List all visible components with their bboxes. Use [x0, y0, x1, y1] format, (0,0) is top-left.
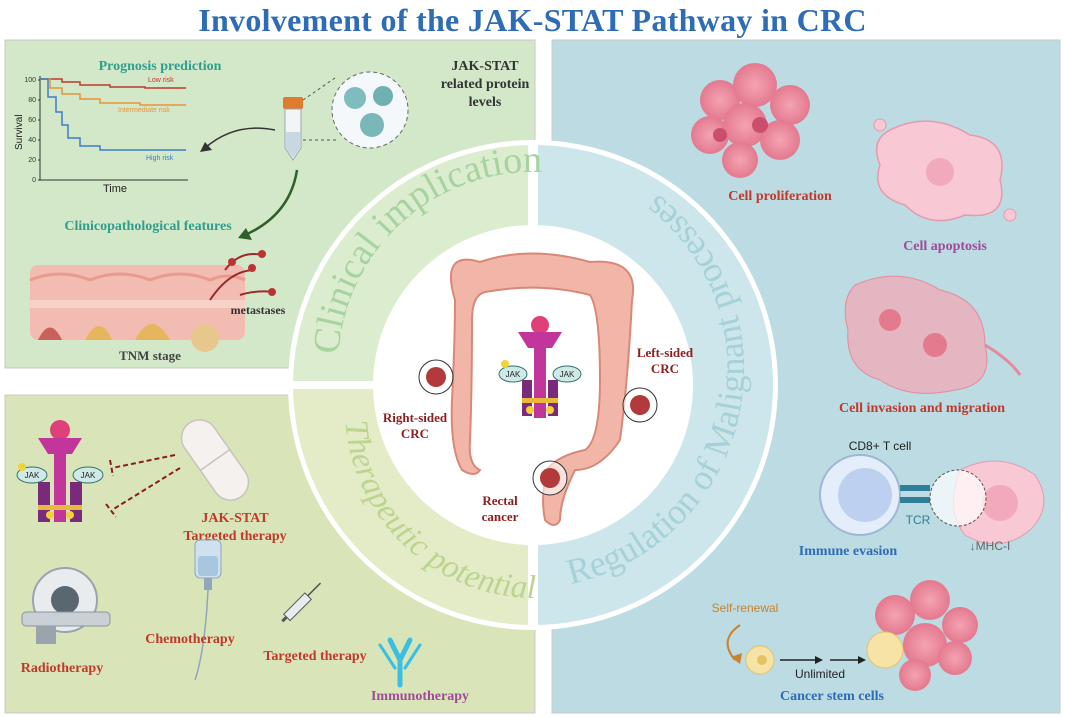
unlimited-label: Unlimited: [795, 667, 845, 681]
colon-icon: [450, 252, 635, 526]
cell-proliferation-label: Cell proliferation: [728, 189, 832, 204]
immune-evasion-label: Immune evasion: [799, 544, 898, 559]
page-title: Involvement of the JAK-STAT Pathway in C…: [198, 2, 867, 38]
jak-label-therapy-left: JAK: [25, 471, 40, 480]
clinicopathological-label: Clinicopathological features: [64, 219, 232, 234]
protein-circle: [331, 71, 409, 149]
immunotherapy-label: Immunotherapy: [371, 689, 469, 704]
tnm-label: TNM stage: [119, 348, 181, 363]
cell-apoptosis-label: Cell apoptosis: [903, 239, 987, 254]
series-intermediate-risk: [40, 78, 186, 106]
chart-ytick-label: 0: [32, 177, 36, 184]
tcr-label: TCR: [906, 513, 931, 527]
left-sided-line1: Left-sided: [637, 345, 694, 360]
inhibition-line-upper: [109, 454, 176, 477]
legend-high-risk: High risk: [146, 155, 174, 162]
self-renewal-arrows: [780, 656, 866, 664]
legend-intermediate-risk: Intermediate risk: [118, 107, 170, 114]
legend-low-risk: Low risk: [148, 77, 174, 84]
tumor-right: [418, 359, 454, 395]
radiotherapy-label: Radiotherapy: [21, 661, 103, 676]
syringe-icon: [281, 582, 322, 623]
chart-ytick-label: 20: [28, 157, 36, 164]
iv-bag-icon: [194, 539, 222, 681]
colon-cross-section: [29, 265, 246, 352]
rectal-line2: cancer: [482, 509, 519, 524]
inhibition-line-lower: [105, 467, 181, 518]
metastases-label: metastases: [231, 303, 286, 317]
protein-levels-line1: JAK-STAT: [451, 59, 519, 74]
chemotherapy-label: Chemotherapy: [145, 632, 234, 647]
series-low-risk: [40, 78, 186, 89]
self-renewal-label: Self-renewal: [712, 601, 779, 615]
tumor-left: [622, 387, 658, 423]
arrow-to-chart: [204, 127, 276, 149]
metastases-icon: [209, 250, 276, 301]
chart-ytick-label: 100: [24, 77, 36, 84]
chart-xlabel: Time: [103, 183, 127, 195]
pill-icon: [180, 419, 250, 501]
jak-stat-receptor-therapy: JAK JAK: [16, 420, 104, 522]
proliferating-cells-icon: [691, 63, 810, 178]
chart-ytick-label: 80: [28, 97, 36, 104]
jak-targeted-line1: JAK-STAT: [201, 511, 269, 526]
jak-label-therapy-right: JAK: [81, 471, 96, 480]
rectal-line1: Rectal: [482, 493, 518, 508]
invasion-cells-icon: [844, 275, 1022, 394]
arrow-to-features: [244, 169, 299, 237]
series-high-risk: [40, 78, 186, 151]
prognosis-label: Prognosis prediction: [99, 59, 222, 74]
stem-cell-icon: [726, 624, 775, 675]
jak-label-left: JAK: [506, 370, 521, 379]
chart-ytick-label: 40: [28, 137, 36, 144]
targeted-therapy-label: Targeted therapy: [263, 649, 366, 664]
test-tube-icon: [283, 97, 303, 161]
jak-stat-receptor-center: JAK JAK: [498, 316, 582, 418]
left-sided-line2: CRC: [651, 361, 679, 376]
tumor-mass-icon: [866, 580, 978, 691]
t-cell-icon: [819, 454, 901, 536]
radiotherapy-machine-icon: [21, 567, 111, 644]
cd8-label: CD8+ T cell: [849, 439, 912, 453]
antibody-icon: [378, 637, 422, 688]
mhc-label: ↓MHC-I: [970, 539, 1011, 553]
right-sided-line2: CRC: [401, 426, 429, 441]
tcr-icon: [900, 485, 930, 503]
apoptosis-cell-icon: [873, 118, 1017, 222]
protein-levels-line2: related protein: [441, 77, 530, 92]
chart-ylabel: Survival: [14, 114, 25, 150]
right-sided-line1: Right-sided: [383, 410, 448, 425]
survival-chart: 100 80 60 40 20 0 Survival Time Low risk Inte…: [14, 76, 188, 195]
cell-invasion-label: Cell invasion and migration: [839, 401, 1005, 416]
cancer-stem-cells-label: Cancer stem cells: [780, 689, 884, 704]
chart-ytick-label: 60: [28, 117, 36, 124]
tumor-rectal: [532, 460, 568, 496]
jak-label-right: JAK: [560, 370, 575, 379]
protein-levels-line3: levels: [469, 95, 502, 110]
tumor-cell-icon: [929, 460, 1045, 545]
